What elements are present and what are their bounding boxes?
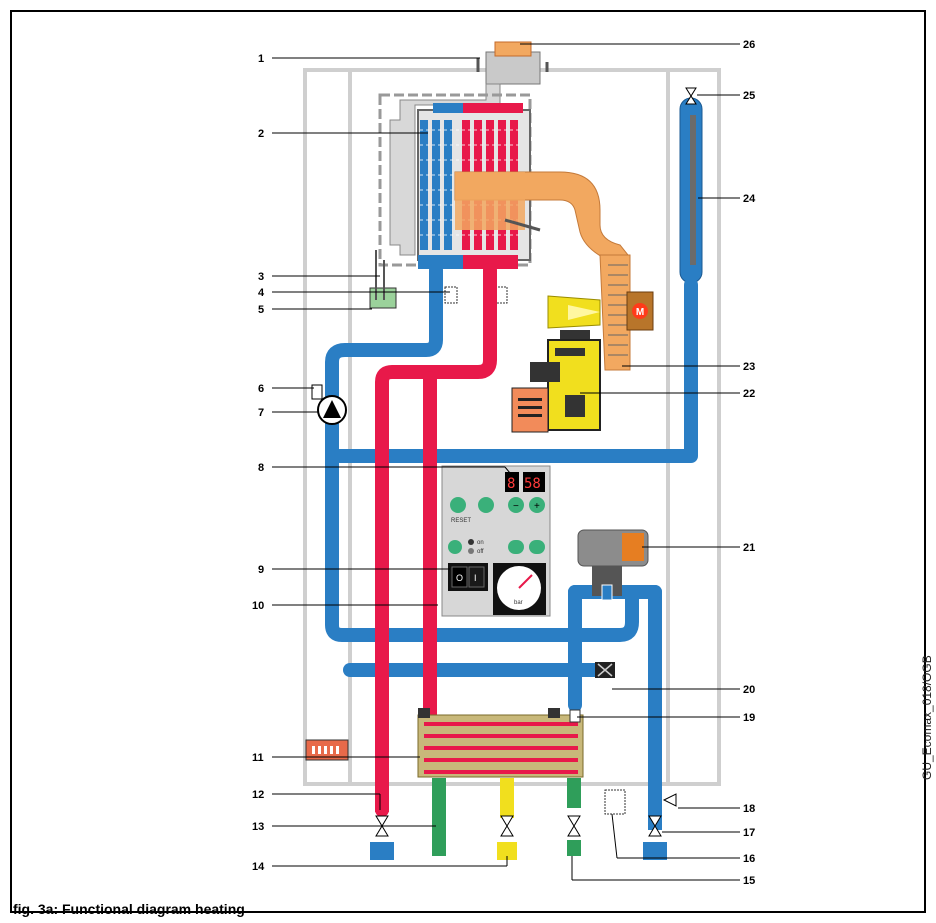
expansion-vessel — [679, 87, 703, 284]
label-4: 4 — [258, 287, 265, 299]
label-3: 3 — [258, 271, 264, 283]
label-15: 15 — [743, 875, 755, 887]
label-9: 9 — [258, 564, 264, 576]
fan: M — [599, 254, 654, 371]
label-19: 19 — [743, 712, 755, 724]
control-panel — [441, 465, 551, 617]
bottom-connections — [370, 778, 677, 860]
label-5: 5 — [258, 304, 264, 316]
label-16: 16 — [743, 853, 755, 865]
label-18: 18 — [743, 803, 755, 815]
label-22: 22 — [743, 388, 755, 400]
flue-outlet — [476, 41, 549, 85]
label-2: 2 — [258, 128, 264, 140]
plate-heat-exchanger — [417, 708, 584, 778]
display-digit-left: 8 — [507, 476, 515, 492]
diverter-valve — [577, 529, 649, 601]
svg-text:M: M — [636, 307, 644, 318]
label-24: 24 — [743, 193, 756, 205]
switch-off-label: O — [456, 573, 463, 583]
return-sensor — [444, 286, 458, 304]
display-digits-right: 58 — [524, 476, 541, 492]
burner-body — [455, 172, 525, 230]
gauge-unit-label: bar — [514, 600, 523, 606]
gas-venturi — [547, 295, 601, 342]
leader-lines — [272, 43, 740, 881]
label-6: 6 — [258, 383, 264, 395]
off-label: off — [477, 549, 484, 555]
flow-pipes — [375, 263, 497, 817]
label-20: 20 — [743, 684, 755, 696]
label-8: 8 — [258, 462, 264, 474]
label-1: 1 — [258, 53, 264, 65]
on-label: on — [477, 540, 484, 546]
figure-frame — [10, 10, 926, 913]
condensate-trap — [369, 250, 397, 309]
connection-strip — [305, 739, 349, 761]
pump — [311, 384, 347, 425]
label-12: 12 — [252, 789, 264, 801]
label-11: 11 — [252, 752, 264, 764]
label-13: 13 — [252, 821, 264, 833]
label-10: 10 — [252, 600, 264, 612]
label-25: 25 — [743, 90, 755, 102]
minus-label: − — [513, 501, 519, 512]
label-17: 17 — [743, 827, 755, 839]
reset-label: RESET — [451, 518, 471, 524]
switch-on-label: I — [474, 573, 477, 583]
bypass-valve — [595, 662, 615, 678]
figure-code: GU_Ecomax_018/OGB — [920, 655, 934, 780]
gas-valve — [511, 339, 601, 433]
label-26: 26 — [743, 39, 755, 51]
label-7: 7 — [258, 407, 264, 419]
label-23: 23 — [743, 361, 755, 373]
figure-caption: fig. 3a: Functional diagram heating — [13, 901, 245, 917]
label-14: 14 — [252, 861, 265, 873]
plus-label: + — [534, 501, 540, 512]
label-21: 21 — [743, 542, 755, 554]
